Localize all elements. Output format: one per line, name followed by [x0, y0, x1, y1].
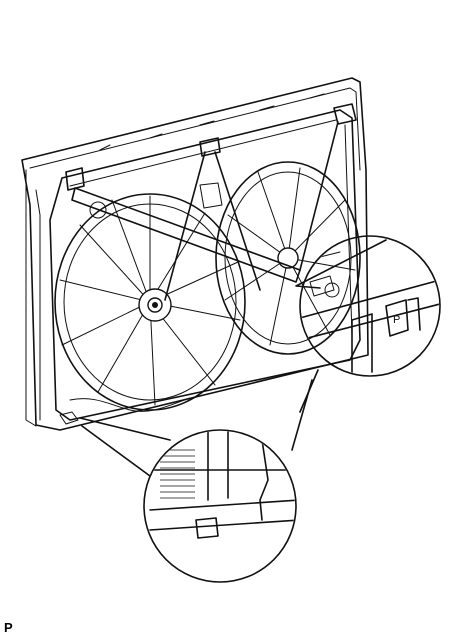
right-bracket	[333, 103, 357, 125]
wiring-harness	[59, 397, 191, 425]
callout-left	[79, 369, 319, 583]
callout-right: P	[295, 235, 441, 377]
top-bracket	[199, 137, 221, 157]
callout-right-label: P	[393, 314, 400, 326]
radiator-frame	[21, 77, 369, 431]
hatched-area	[160, 449, 195, 499]
left-fan	[54, 193, 246, 411]
lower-clip	[195, 517, 219, 539]
clip-tab-p	[385, 299, 409, 337]
shroud-bracing	[71, 121, 339, 301]
figure-code: P	[4, 620, 13, 635]
left-bracket	[65, 167, 85, 191]
fan-shroud	[49, 103, 361, 421]
motor-connector	[199, 182, 223, 209]
